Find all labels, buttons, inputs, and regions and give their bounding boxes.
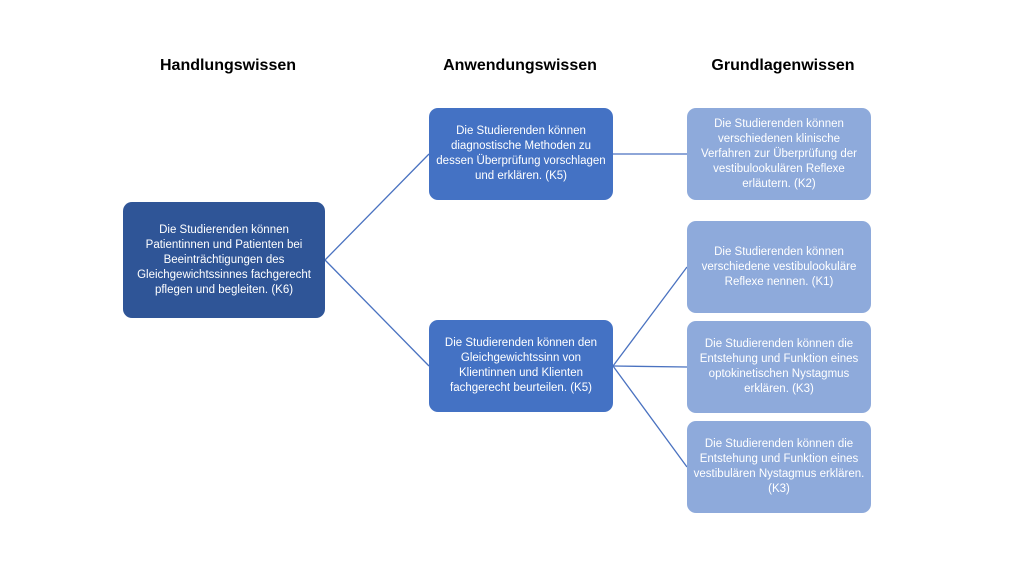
node-k5-assess-text: Die Studierenden können den Gleichgewich… — [444, 337, 598, 394]
node-k2: Die Studierenden können verschiedenen kl… — [687, 108, 871, 200]
node-k1-text: Die Studierenden können verschiedene ves… — [701, 245, 857, 288]
connector-k5-assess-to-k3-optokinetic — [612, 365, 688, 368]
node-k5-methods: Die Studierenden können diagnostische Me… — [429, 108, 613, 200]
heading-anwendungswissen: Anwendungswissen — [443, 57, 597, 74]
node-k2-text: Die Studierenden können verschiedenen kl… — [701, 117, 857, 190]
node-k1: Die Studierenden können verschiedene ves… — [687, 221, 871, 313]
node-k6: Die Studierenden können Patientinnen und… — [123, 202, 325, 318]
node-k5-assess: Die Studierenden können den Gleichgewich… — [429, 320, 613, 412]
connector-k5-assess-to-k1 — [612, 266, 688, 367]
node-k6-text: Die Studierenden können Patientinnen und… — [137, 223, 311, 296]
node-k3-vestibular-text: Die Studierenden können die Entstehung u… — [693, 438, 865, 495]
connector-k6-to-k5-methods — [324, 153, 430, 261]
node-k3-vestibular: Die Studierenden können die Entstehung u… — [687, 421, 871, 513]
heading-grundlagenwissen: Grundlagenwissen — [711, 57, 855, 74]
connector-k5-assess-to-k3-vestibular — [612, 365, 688, 468]
heading-handlungswissen: Handlungswissen — [159, 57, 297, 74]
connector-k6-to-k5-assess — [324, 259, 430, 367]
node-k5-methods-text: Die Studierenden können diagnostische Me… — [436, 125, 606, 182]
node-k3-optokinetic-text: Die Studierenden können die Entstehung u… — [699, 338, 859, 395]
node-k3-optokinetic: Die Studierenden können die Entstehung u… — [687, 321, 871, 413]
